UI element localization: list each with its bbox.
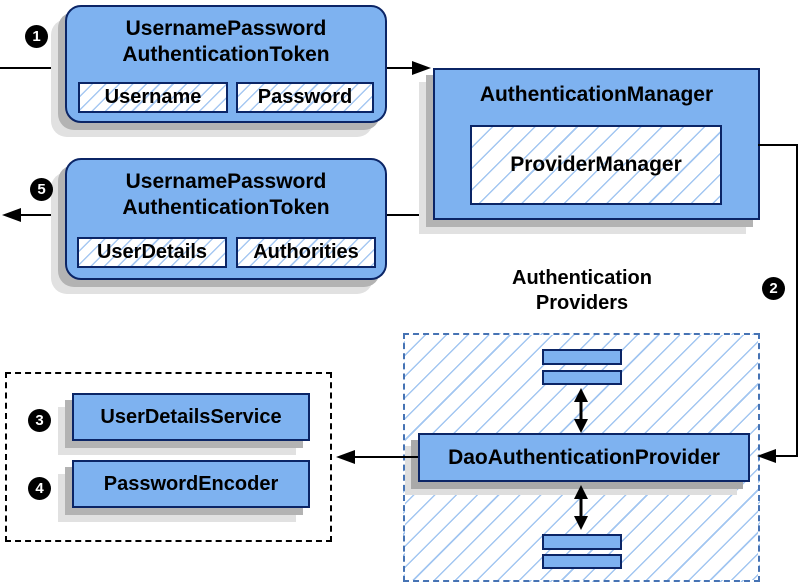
provider-stack-top-bar-2: [542, 370, 622, 385]
connector-step2-arrow: [757, 144, 798, 463]
user-details-service-box: UserDetailsService: [72, 393, 310, 441]
authentication-providers-heading: Authentication Providers: [472, 266, 692, 316]
provider-manager-box: ProviderManager: [470, 125, 722, 205]
userdetails-field-box: UserDetails: [77, 237, 227, 268]
token-result-title-line2: AuthenticationToken: [122, 196, 330, 219]
username-field-box: Username: [78, 82, 228, 113]
connector-dao-to-services-arrow: [336, 450, 418, 464]
user-details-service-label: UserDetailsService: [100, 406, 282, 428]
connector-dao-bottom-bidirectional-arrow: [574, 485, 588, 530]
token-result-title-line1: UsernamePassword: [125, 170, 327, 193]
services-container: [5, 372, 332, 542]
step-badge-4: 4: [28, 477, 51, 500]
authorities-field-box: Authorities: [236, 237, 376, 268]
step-badge-5: 5: [30, 178, 53, 201]
token-request-title-line2: AuthenticationToken: [122, 43, 330, 66]
provider-stack-bottom-bar-1: [542, 534, 622, 550]
step-badge-3: 3: [28, 409, 51, 432]
authentication-providers-container: DaoAuthenticationProvider: [403, 333, 760, 582]
token-request-title: UsernamePassword AuthenticationToken: [67, 7, 385, 68]
authentication-manager-title: AuthenticationManager: [479, 83, 714, 106]
connector-dao-top-bidirectional-arrow: [574, 388, 588, 433]
token-request-title-line1: UsernamePassword: [125, 17, 327, 40]
dao-authentication-provider-box: DaoAuthenticationProvider: [418, 433, 750, 482]
password-field-box: Password: [236, 82, 374, 113]
password-encoder-label: PasswordEncoder: [103, 473, 279, 495]
dao-authentication-provider-label: DaoAuthenticationProvider: [448, 446, 720, 469]
step-badge-1: 1: [25, 25, 48, 48]
token-result-title: UsernamePassword AuthenticationToken: [67, 160, 385, 221]
authentication-manager-box: AuthenticationManager ProviderManager: [433, 68, 760, 220]
provider-stack-bottom-bar-2: [542, 554, 622, 569]
authentication-providers-heading-line2: Providers: [535, 292, 629, 314]
username-password-token-request-box: UsernamePassword AuthenticationToken Use…: [65, 5, 387, 123]
password-encoder-box: PasswordEncoder: [72, 460, 310, 508]
username-password-token-result-box: UsernamePassword AuthenticationToken Use…: [65, 158, 387, 280]
authentication-providers-heading-line1: Authentication: [512, 267, 652, 289]
provider-stack-top-bar-1: [542, 349, 622, 365]
step-badge-2: 2: [762, 277, 785, 300]
